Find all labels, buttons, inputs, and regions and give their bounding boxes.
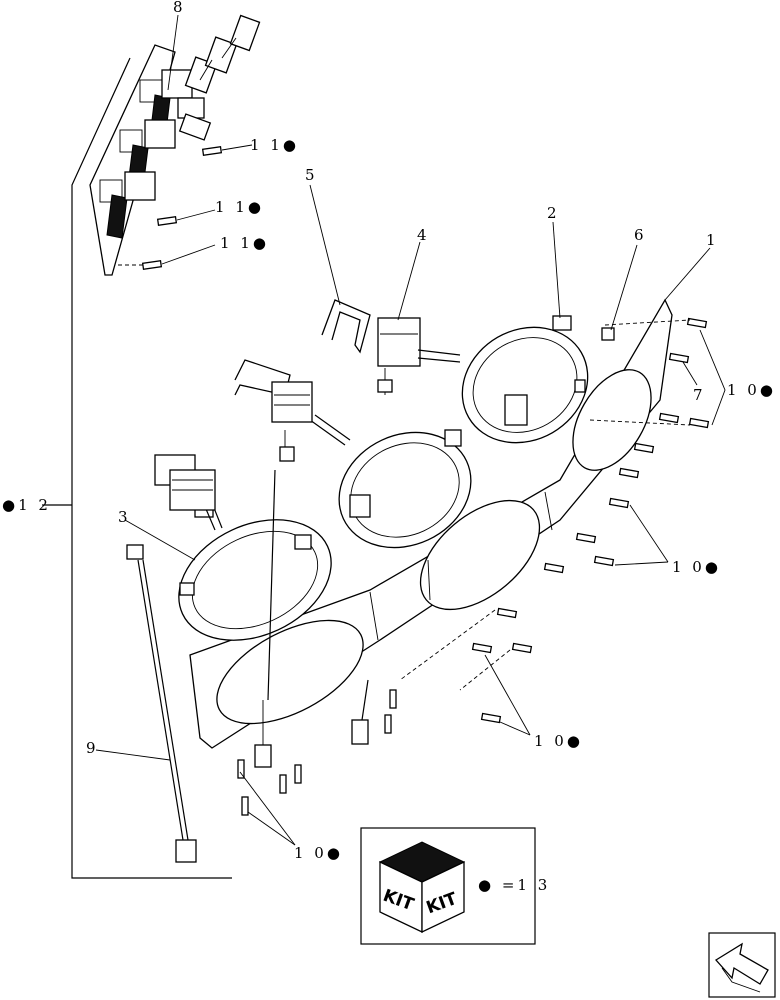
callout-10d: 1 0●	[294, 844, 343, 862]
lamp-center-adjuster	[234, 359, 313, 462]
screw-set-11	[141, 144, 253, 270]
bracket-5	[321, 299, 371, 354]
switch-panel-8	[89, 14, 261, 276]
screw-set-10	[237, 317, 710, 816]
lamp-center	[309, 414, 472, 549]
group-bracket-12	[42, 57, 232, 879]
callout-11b: 1 1●	[215, 198, 264, 216]
callout-7: 7	[693, 386, 706, 404]
lamp-3	[178, 492, 332, 641]
callout-labels: 8 1 1● 1 1● 1 1● 5 4 2 6 1 7 1 0● 1 0● 1…	[2, 0, 776, 862]
callout-12: ●1 2	[2, 496, 51, 514]
harness-9	[126, 544, 197, 863]
clip-6	[601, 327, 615, 341]
callout-1: 1	[706, 231, 719, 249]
callout-11a: 1 1●	[250, 136, 299, 154]
lamp-leads	[254, 469, 369, 768]
callout-10a: 1 0●	[727, 381, 776, 399]
previous-page-arrow-icon[interactable]	[708, 932, 776, 998]
lamp-2	[461, 315, 589, 444]
leader-lines	[95, 14, 726, 846]
lamp-3-adjuster	[154, 454, 216, 511]
alignment-lines	[399, 319, 691, 691]
callout-6: 6	[634, 226, 647, 244]
callout-13: ● =1 3	[478, 876, 550, 894]
callout-9: 9	[86, 739, 99, 757]
callout-10c: 1 0●	[534, 732, 583, 750]
callout-4: 4	[417, 226, 430, 244]
actuator-4	[377, 317, 461, 395]
callout-3: 3	[118, 508, 131, 526]
callout-10b: 1 0●	[672, 558, 721, 576]
mounting-panel-1	[189, 298, 673, 749]
callout-5: 5	[305, 166, 318, 184]
callout-8: 8	[173, 0, 186, 16]
kit-legend-box: KIT KIT ● =1 3	[360, 827, 550, 945]
callout-11c: 1 1●	[220, 234, 269, 252]
callout-2: 2	[547, 204, 560, 222]
